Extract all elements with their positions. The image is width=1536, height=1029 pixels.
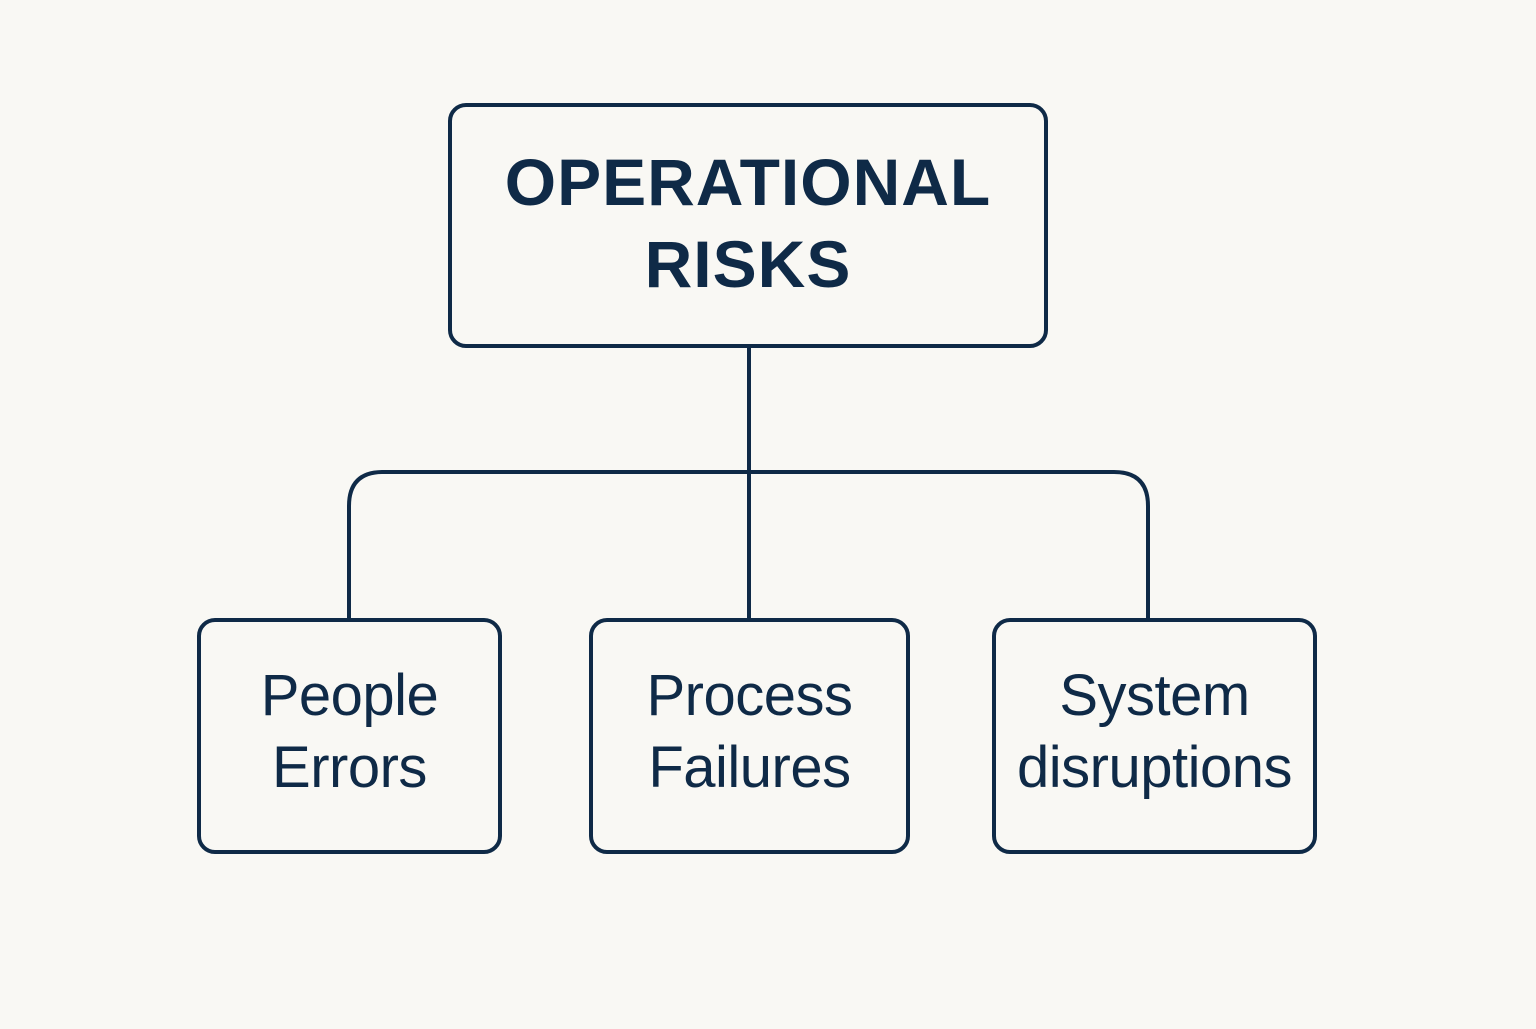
system-disruptions-label-line-2: disruptions — [1017, 735, 1292, 800]
people-errors-label-line-1: People — [260, 663, 439, 728]
process-failures-label-line-2: Failures — [648, 735, 851, 800]
operational-risks-node: OPERATIONAL RISKS — [448, 103, 1048, 348]
system-disruptions-node: System disruptions — [992, 618, 1317, 854]
process-failures-label-line-1: Process — [646, 663, 853, 728]
system-disruptions-label-line-1: System — [1059, 663, 1250, 728]
root-label-line-1: OPERATIONAL — [504, 144, 992, 219]
root-label-line-2: RISKS — [644, 226, 852, 301]
people-errors-node: People Errors — [197, 618, 502, 854]
people-errors-label-line-2: Errors — [272, 735, 427, 800]
process-failures-node: Process Failures — [589, 618, 910, 854]
